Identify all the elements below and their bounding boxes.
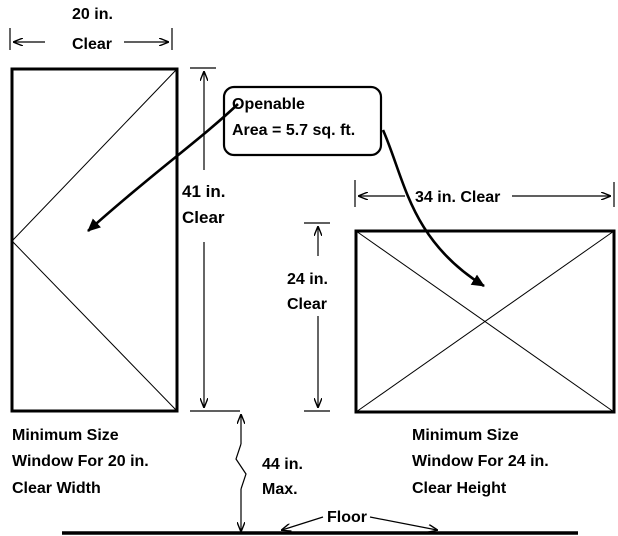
right-window <box>354 229 616 414</box>
height-right-line1: 24 in. <box>287 271 328 288</box>
caption-right-line1: Minimum Size <box>412 427 519 444</box>
caption-left-line1: Minimum Size <box>12 427 119 444</box>
floor-label: Floor <box>327 509 367 526</box>
width-dimension-right: 34 in. Clear <box>354 180 615 207</box>
caption-left-line3: Clear Width <box>12 480 101 497</box>
height-left-line1: 41 in. <box>182 182 225 201</box>
callout-line2: Area = 5.7 sq. ft. <box>232 122 355 139</box>
width-right-label: 34 in. Clear <box>415 189 500 206</box>
callout-line1: Openable <box>232 96 305 113</box>
caption-right-line2: Window For 24 in. <box>412 453 549 470</box>
left-window <box>10 67 179 413</box>
left-window-frame <box>10 67 179 413</box>
caption-left: Minimum Size Window For 20 in. Clear Wid… <box>12 427 149 497</box>
floor: Floor <box>62 509 578 535</box>
caption-left-line2: Window For 20 in. <box>12 453 149 470</box>
height-dimension-left: 41 in. Clear <box>182 67 240 412</box>
caption-right-line3: Clear Height <box>412 480 507 497</box>
caption-right: Minimum Size Window For 24 in. Clear Hei… <box>412 427 549 497</box>
width-top-line2: Clear <box>72 36 112 53</box>
callout-arrow-left <box>87 103 239 232</box>
height-dimension-right: 24 in. Clear <box>287 222 330 412</box>
sill-line2: Max. <box>262 481 298 498</box>
height-right-line2: Clear <box>287 296 327 313</box>
width-top-line1: 20 in. <box>72 6 113 23</box>
sill-line1: 44 in. <box>262 456 303 473</box>
height-left-line2: Clear <box>182 208 225 227</box>
sill-height-dimension: 44 in. Max. <box>235 415 303 531</box>
openable-area-callout: Openable Area = 5.7 sq. ft. <box>87 85 485 288</box>
left-window-opening-lines <box>11 68 178 412</box>
callout-box <box>222 85 383 157</box>
right-window-frame <box>354 229 616 414</box>
width-dimension-left: 20 in. Clear <box>9 6 173 53</box>
callout-arrow-right <box>381 129 485 288</box>
